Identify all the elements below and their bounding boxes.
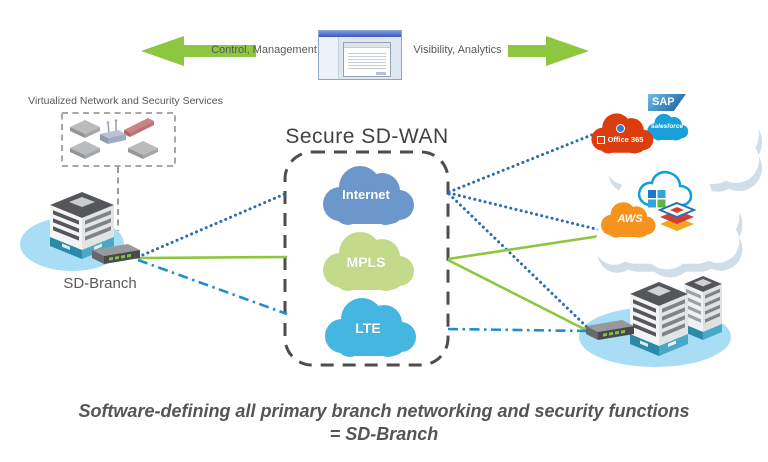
lte-cloud-label: LTE <box>355 320 381 336</box>
visibility-analytics-label: Visibility, Analytics <box>413 44 502 56</box>
internet-cloud-label: Internet <box>342 187 390 202</box>
mpls-link-datacenter <box>447 258 593 335</box>
left-arrow-icon <box>141 36 256 66</box>
branch-building <box>50 192 114 259</box>
cloud-stack-icon <box>657 201 697 231</box>
console-titlebar <box>319 31 401 37</box>
internet-link-iaas <box>447 191 602 232</box>
services-box <box>61 112 176 167</box>
lte-link-datacenter <box>447 327 589 333</box>
mpls-link-iaas <box>447 234 601 261</box>
caption-line2: = SD-Branch <box>329 424 439 444</box>
lte-link-left <box>137 258 288 316</box>
office365-logo: Office 365 <box>590 117 650 151</box>
sap-logo-text: SAP <box>652 96 675 108</box>
mpls-cloud-label: MPLS <box>346 254 386 270</box>
office365-logo-text: Office 365 <box>607 135 644 144</box>
console-dialog-text <box>348 51 386 71</box>
firewall-slab-icon <box>124 118 154 137</box>
appliance-slab-icon <box>128 141 158 159</box>
internet-link-left <box>136 191 289 259</box>
wifi-router-icon <box>100 119 126 144</box>
salesforce-logo-text: salesforce <box>650 123 684 130</box>
aws-logo: AWS <box>604 213 656 225</box>
console-dialog-button <box>376 72 386 75</box>
office-square-icon <box>596 135 605 144</box>
salesforce-logo: salesforce <box>645 123 689 130</box>
sdwan-title: Secure SD-WAN <box>285 125 449 148</box>
internet-link-saas <box>447 128 606 194</box>
caption-line1: Software-defining all primary branch net… <box>78 401 690 421</box>
office365-app-icon <box>615 124 625 133</box>
branch-label: SD-Branch <box>63 275 137 292</box>
console-thumbnail <box>318 30 402 80</box>
console-dialog <box>343 42 391 77</box>
mpls-link-left <box>137 255 288 260</box>
services-box-title: Virtualized Network and Security Service… <box>28 95 223 107</box>
azure-cloud-icon <box>637 170 693 208</box>
appliance-slab-icon <box>70 141 100 159</box>
datacenter-buildings <box>630 276 722 356</box>
console-sidebar <box>319 37 339 79</box>
internet-link-datacenter <box>447 192 592 332</box>
console-dialog-titlebar <box>344 43 390 48</box>
control-management-label: Control, Management <box>211 44 317 56</box>
aws-logo-text: AWS <box>617 213 643 225</box>
right-arrow-icon <box>508 36 589 66</box>
console-body <box>319 37 401 79</box>
appliance-slab-icon <box>70 120 100 138</box>
sap-logo: SAP <box>648 94 686 111</box>
